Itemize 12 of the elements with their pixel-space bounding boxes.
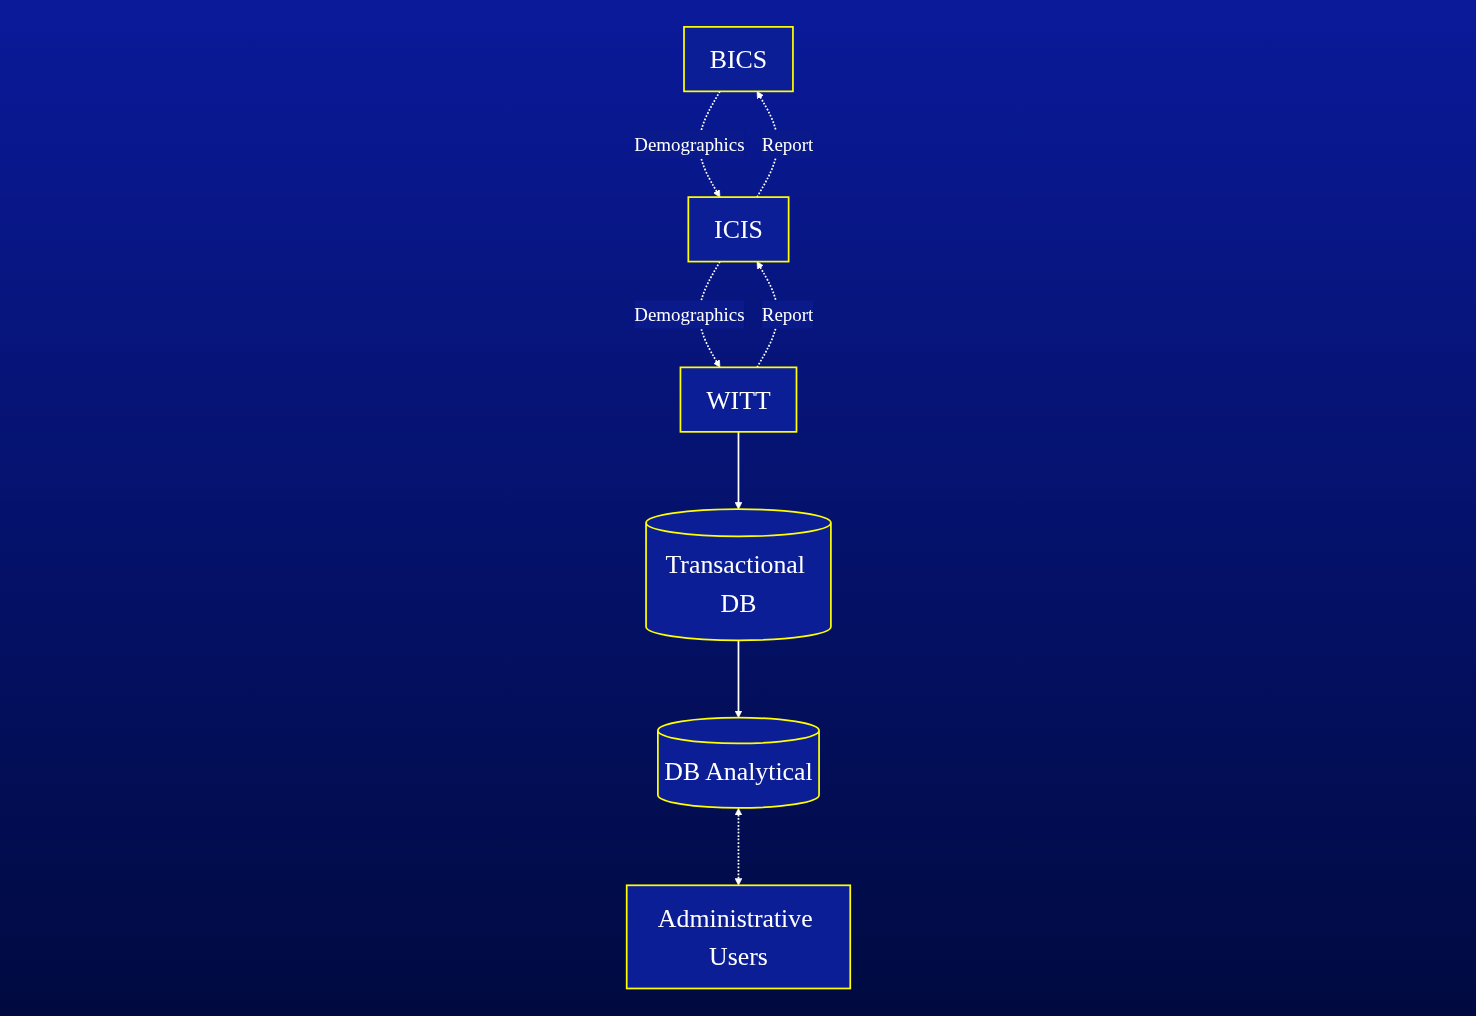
node-box: ICIS <box>686 196 789 263</box>
arrow <box>734 639 742 719</box>
edge-label: Demographics <box>633 304 745 326</box>
arrow <box>734 808 742 886</box>
arrow <box>755 91 779 199</box>
node-box: BICS <box>682 26 794 93</box>
edge-label: Report <box>761 304 813 326</box>
arrow <box>734 431 742 510</box>
node-box: Administrative Users <box>625 884 851 990</box>
edge-label: Demographics <box>633 133 745 156</box>
node-box: WITT <box>679 366 797 433</box>
edge-label: Report <box>761 133 813 156</box>
